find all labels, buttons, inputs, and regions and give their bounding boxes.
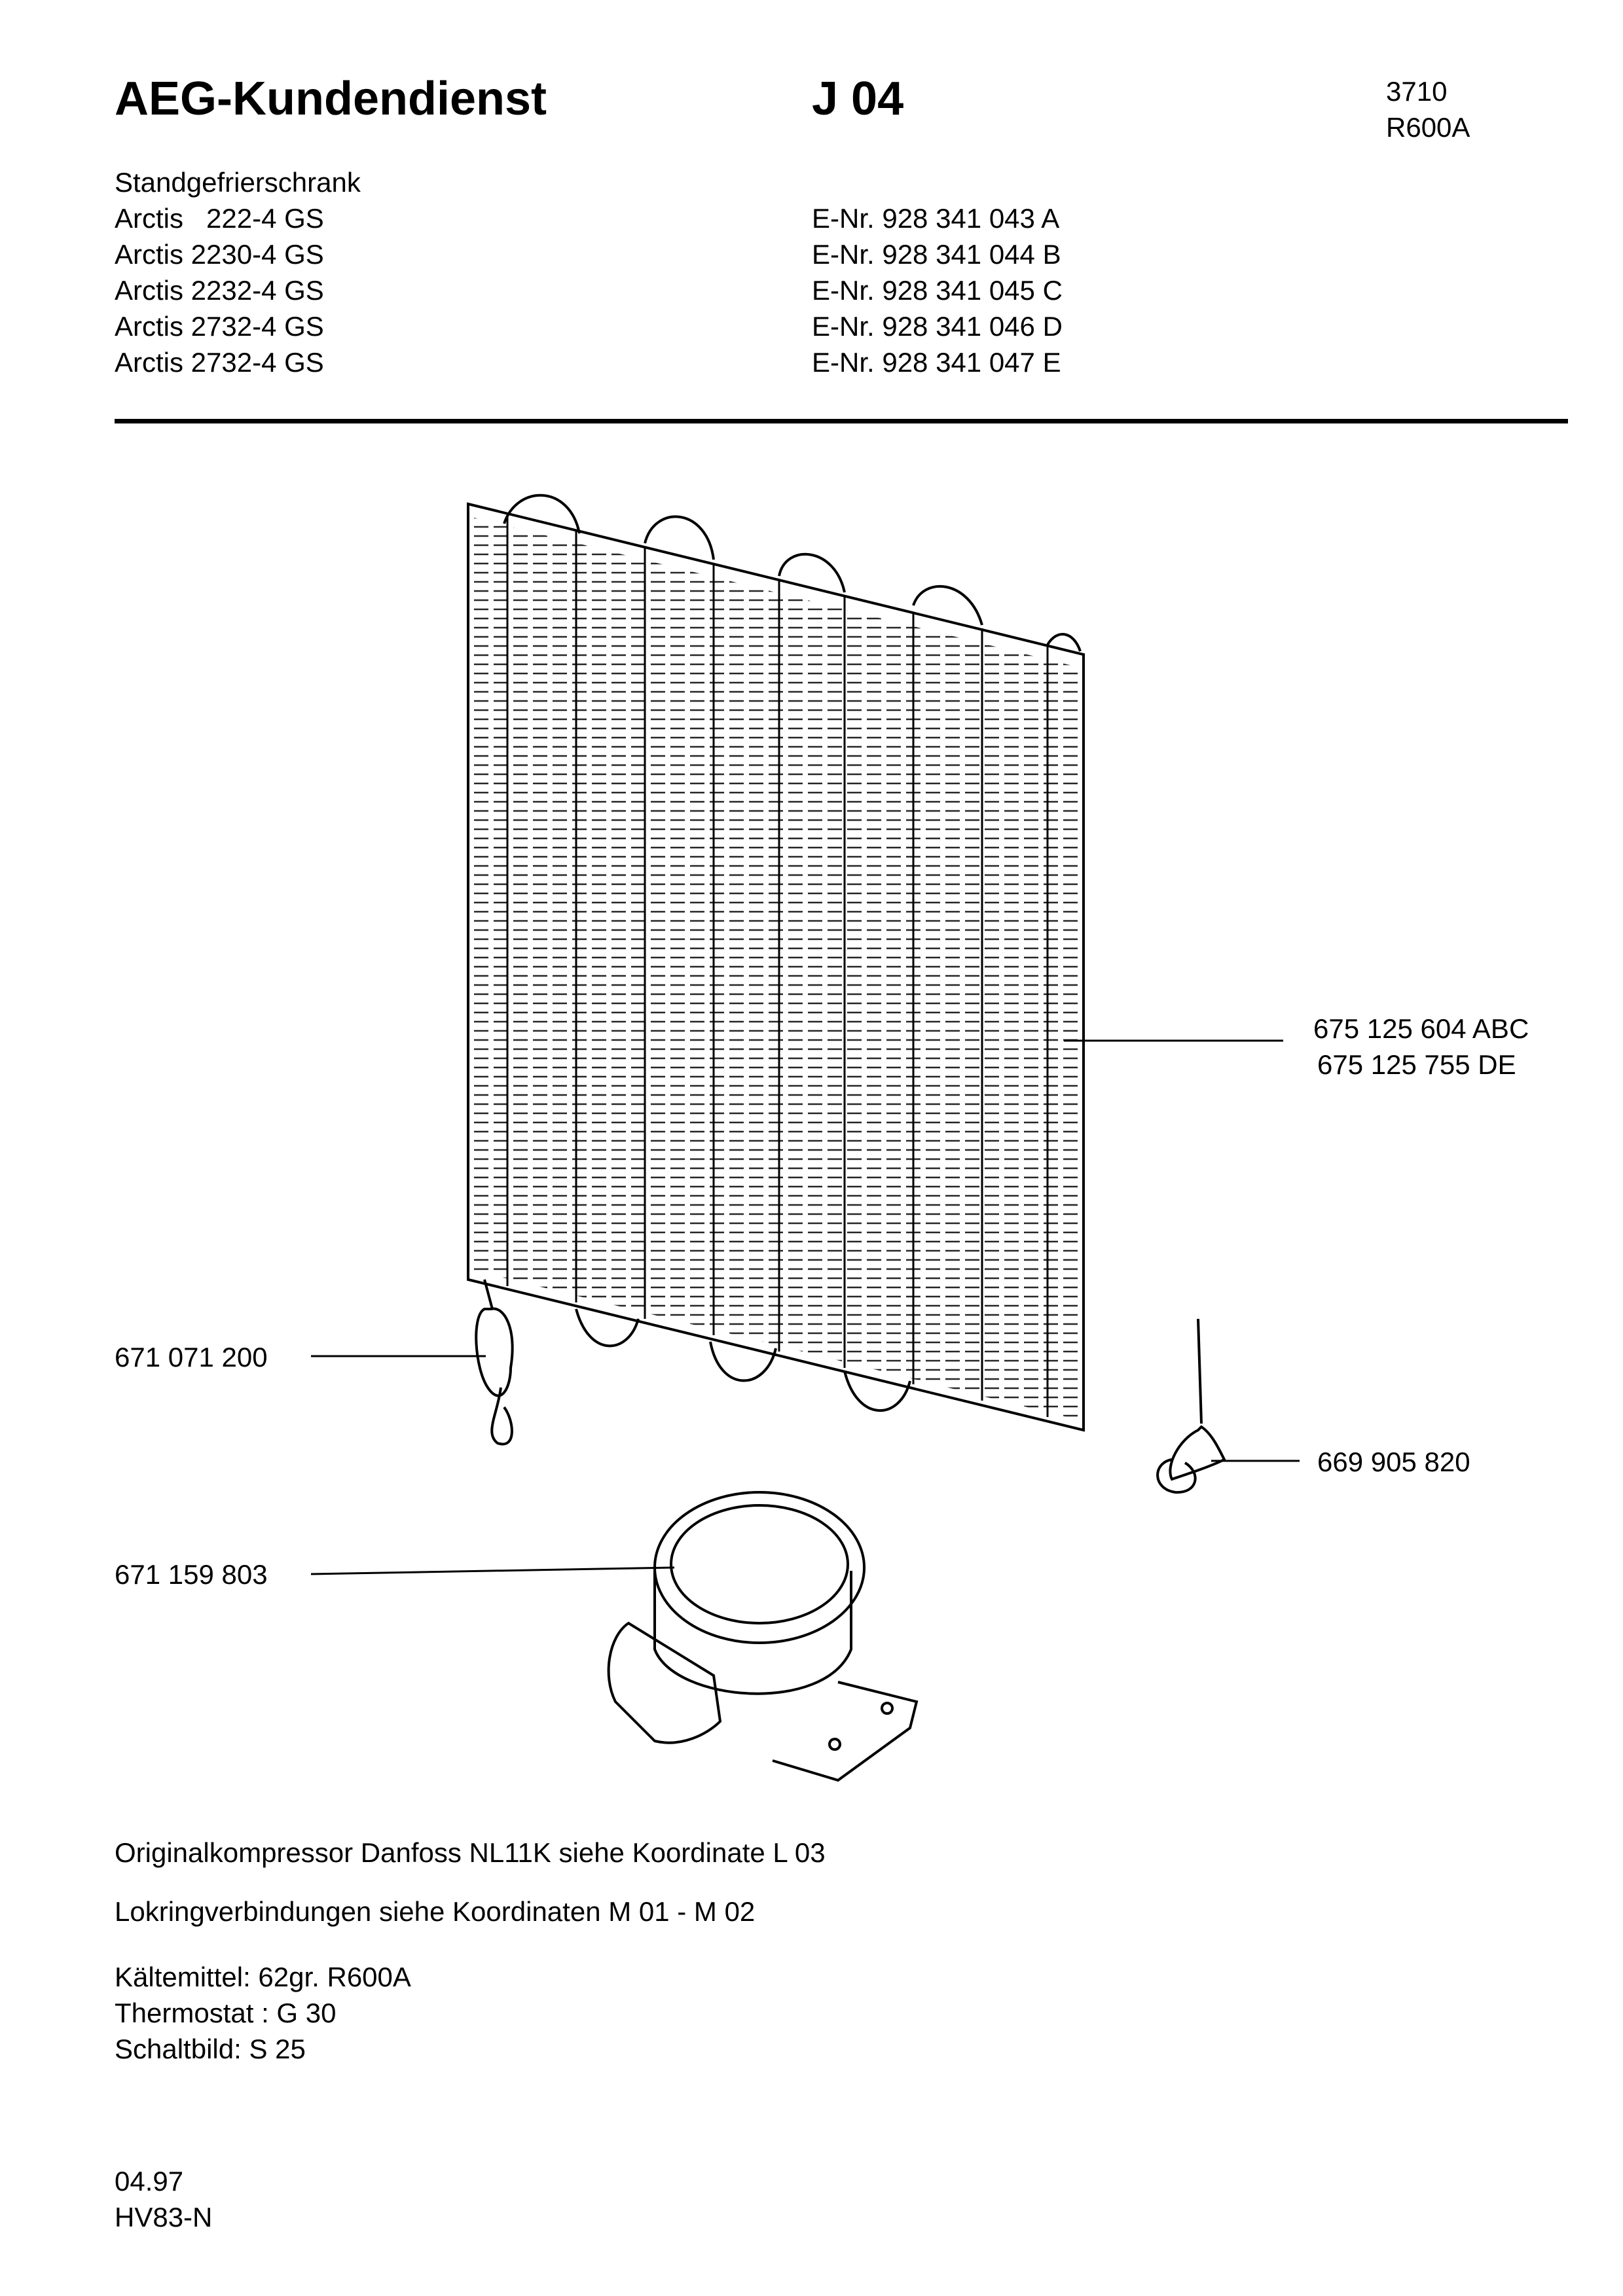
model-name: Arctis 2232-4 GS: [115, 275, 324, 306]
compressor-top: [670, 1504, 849, 1624]
part-number-compressor: 671 159 803: [115, 1559, 268, 1590]
model-enr: E-Nr. 928 341 044 B: [812, 239, 1061, 270]
note-lokring: Lokringverbindungen siehe Koordinaten M …: [115, 1896, 756, 1927]
header-refrigerant: R600A: [1386, 112, 1470, 143]
appliance-type: Standgefrierschrank: [115, 167, 361, 198]
brand-title: AEG-Kundendienst: [115, 73, 547, 125]
condenser-fins: [471, 517, 1080, 1420]
condenser-top-bends: [503, 493, 1082, 652]
part-number-condenser: 675 125 755 DE: [1317, 1049, 1516, 1080]
drier-shape: [475, 1279, 514, 1446]
compressor-body: [607, 1571, 919, 1782]
note-refrigerant: Kältemittel: 62gr. R600A: [115, 1962, 411, 1992]
model-name: Arctis 2732-4 GS: [115, 347, 324, 378]
leader-compressor: [310, 1566, 675, 1575]
footer-date: 04.97: [115, 2166, 184, 2197]
model-enr: E-Nr. 928 341 045 C: [812, 275, 1063, 306]
model-name: Arctis 222-4 GS: [115, 203, 324, 234]
model-name: Arctis 2732-4 GS: [115, 311, 324, 342]
model-enr: E-Nr. 928 341 047 E: [812, 347, 1061, 378]
model-enr: E-Nr. 928 341 046 D: [812, 311, 1063, 342]
compressor-mount-hole: [881, 1702, 894, 1715]
compressor-rim: [653, 1491, 866, 1644]
note-thermostat: Thermostat : G 30: [115, 1998, 337, 2028]
condenser-outline: [467, 502, 1085, 1432]
condenser-bottom-bends: [575, 1308, 911, 1412]
header-code: 3710: [1386, 76, 1448, 107]
model-name: Arctis 2230-4 GS: [115, 239, 324, 270]
footer-ref: HV83-N: [115, 2202, 213, 2233]
note-wiring: Schaltbild: S 25: [115, 2034, 306, 2064]
part-number-valve: 669 905 820: [1317, 1446, 1470, 1477]
model-enr: E-Nr. 928 341 043 A: [812, 203, 1060, 234]
part-number-drier: 671 071 200: [115, 1342, 268, 1372]
coordinate-code: J 04: [812, 73, 904, 125]
compressor-mount-hole: [828, 1738, 841, 1751]
header-divider: [115, 419, 1568, 423]
valve-shape: [1156, 1318, 1226, 1494]
part-number-condenser: 675 125 604 ABC: [1313, 1013, 1529, 1044]
note-compressor: Originalkompressor Danfoss NL11K siehe K…: [115, 1837, 826, 1868]
